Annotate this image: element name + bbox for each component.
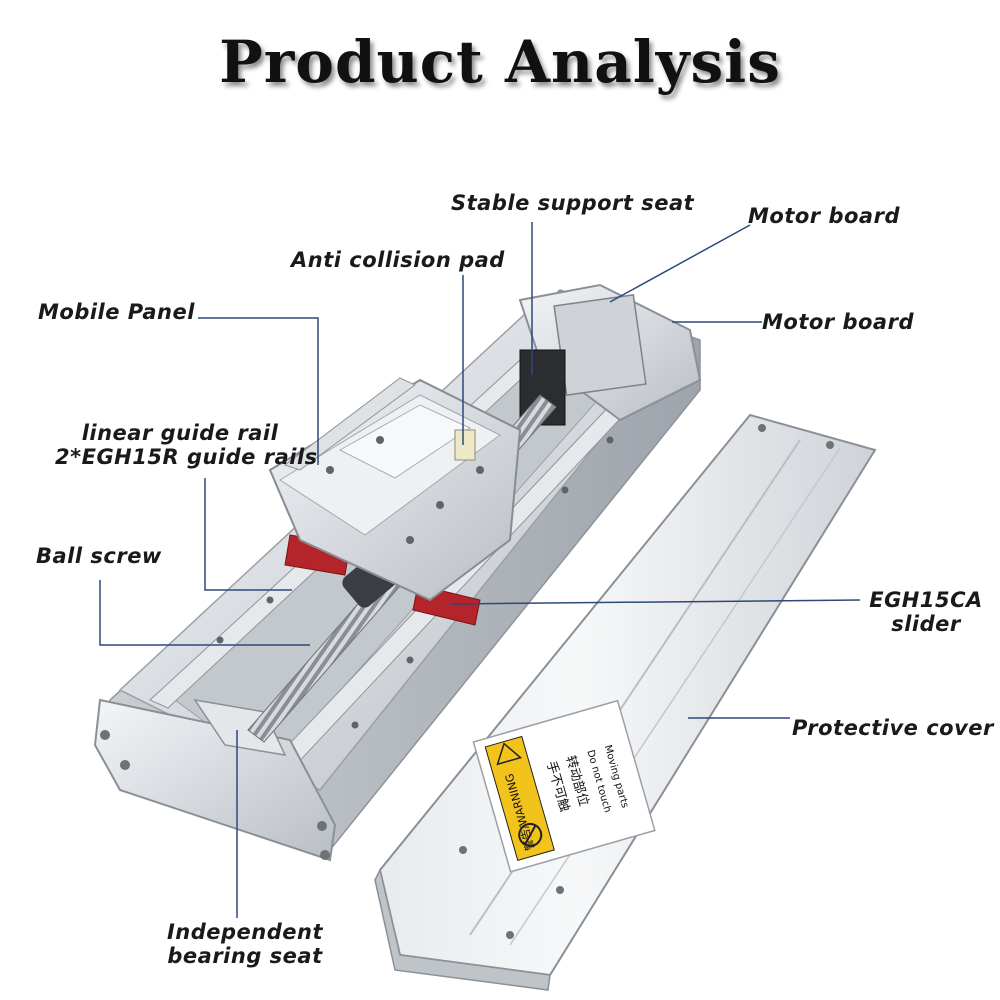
label-linear-guide-rail-line2: 2*EGH15R guide rails — [55, 445, 318, 469]
label-motor-board-side: Motor board — [762, 310, 914, 334]
label-slider-line1: EGH15CA — [869, 588, 983, 612]
leader-slider — [449, 599, 861, 605]
label-bearing-seat: Independent bearing seat — [155, 920, 335, 968]
leader-lines — [99, 222, 861, 918]
label-bearing-seat-line2: bearing seat — [167, 944, 323, 968]
label-ball-screw: Ball screw — [36, 544, 162, 568]
leader-linear-guide-rail — [204, 478, 292, 591]
leader-motor-board-top — [609, 224, 751, 303]
label-slider-line2: slider — [891, 612, 961, 636]
page-title: Product Analysis — [219, 28, 781, 96]
label-protective-cover: Protective cover — [792, 716, 994, 740]
label-linear-guide-rail: linear guide rail 2*EGH15R guide rails — [55, 421, 318, 469]
label-bearing-seat-line1: Independent — [166, 920, 324, 944]
warning-sticker: 警告/WARNING 手不可触 转动部位 Do not touch Moving… — [472, 699, 656, 873]
label-stable-support-seat: Stable support seat — [451, 191, 695, 215]
module-body — [93, 283, 702, 862]
label-motor-board-top: Motor board — [748, 204, 900, 228]
label-mobile-panel: Mobile Panel — [38, 300, 195, 324]
label-slider: EGH15CA slider — [862, 588, 990, 636]
label-linear-guide-rail-line1: linear guide rail — [81, 421, 279, 445]
leader-ball-screw — [99, 580, 310, 646]
leader-mobile-panel — [198, 317, 319, 465]
label-anti-collision-pad: Anti collision pad — [291, 248, 505, 272]
